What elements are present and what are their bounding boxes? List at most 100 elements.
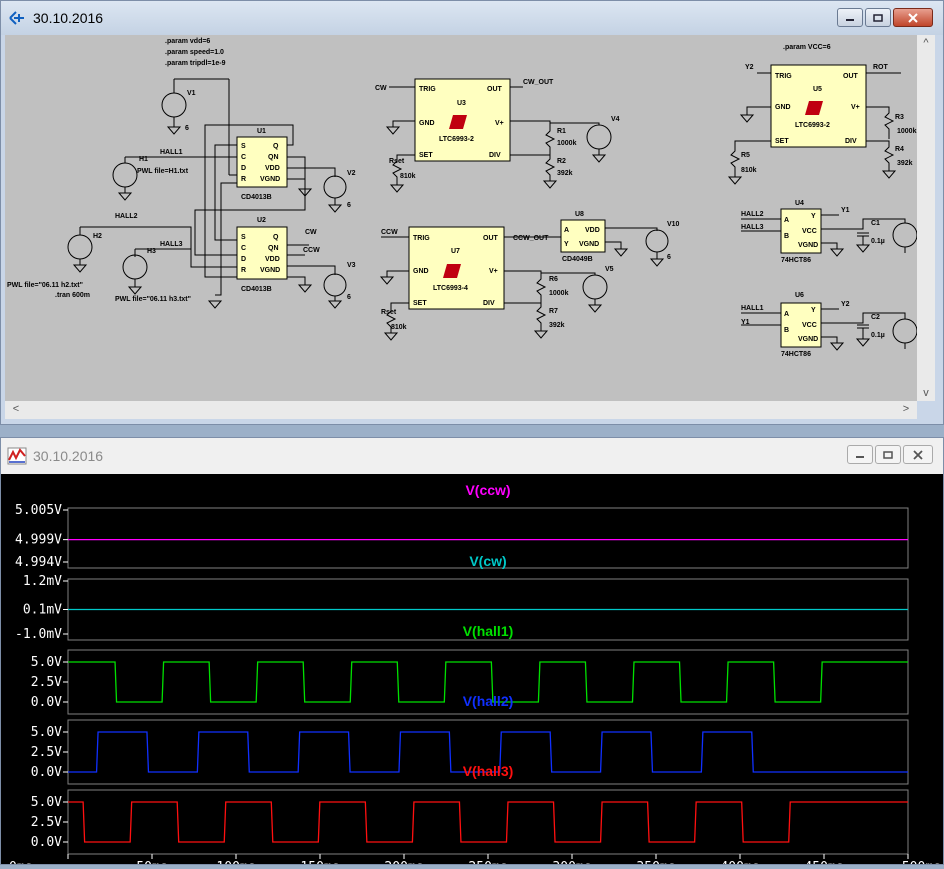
flipflop-u1[interactable]: U1 S C D R Q QN VDD VGND CD4013B	[236, 128, 288, 201]
v2-label: V2	[347, 170, 356, 177]
voltage-source-v5[interactable]	[582, 274, 608, 313]
rset1-value: 810k	[400, 173, 416, 180]
svg-text:U3: U3	[457, 100, 466, 107]
y-tick-label: 2.5V	[31, 815, 62, 830]
scroll-down-icon[interactable]: v	[923, 387, 929, 399]
x-tick-label: 200ms	[384, 860, 423, 864]
svg-text:Q: Q	[273, 143, 279, 150]
r1-value: 1000k	[557, 140, 577, 147]
h1-pwl: PWL file=H1.txt	[137, 168, 189, 175]
trace-title: V(hall1)	[463, 623, 514, 639]
voltage-source-v4[interactable]	[586, 124, 612, 163]
voltage-source-v1[interactable]	[161, 78, 237, 176]
net-ccw-out: CCW_OUT	[513, 235, 549, 242]
r1-label: R1	[557, 128, 566, 135]
pane-frame	[67, 789, 909, 855]
c2-label: C2	[871, 314, 880, 321]
x-tick-label: 300ms	[552, 860, 591, 864]
scroll-up-icon[interactable]: ^	[923, 37, 929, 49]
y-tick-label: 5.0V	[31, 795, 62, 810]
wave-maximize-button[interactable]	[875, 445, 901, 464]
y-tick-label: 0.0V	[31, 695, 62, 710]
x-tick-label: 150ms	[300, 860, 339, 864]
wires-u8	[605, 227, 669, 267]
minimize-button[interactable]	[837, 8, 863, 27]
svg-text:VCC: VCC	[802, 228, 817, 235]
waveform-titlebar[interactable]: 30.10.2016	[1, 438, 943, 474]
svg-text:V+: V+	[489, 268, 498, 275]
svg-text:TRIG: TRIG	[775, 73, 792, 80]
param-speed: .param speed=1.0	[165, 49, 224, 56]
hall-source-h2[interactable]	[67, 227, 93, 273]
timer-u7[interactable]: TRIG OUT U7 GND V+ LTC6993-4 SET DIV	[408, 226, 505, 310]
y-tick-label: 5.0V	[31, 725, 62, 740]
svg-text:TRIG: TRIG	[419, 86, 436, 93]
timer-u5[interactable]: TRIG OUT U5 GND V+ LTC6993-2 SET DIV	[770, 64, 867, 148]
y-tick-label: 0.1mV	[23, 603, 62, 618]
close-icon	[908, 12, 918, 23]
pane-frame	[67, 507, 909, 569]
xor-u4[interactable]: U4 A Y B VCC VGND 74HCT86	[780, 200, 822, 264]
v1-value: 6	[185, 125, 189, 132]
xor-u6[interactable]: U6 A Y B VCC VGND 74HCT86	[780, 292, 822, 358]
maximize-button[interactable]	[865, 8, 891, 27]
r5-value: 810k	[741, 167, 757, 174]
hall-source-h3[interactable]	[122, 249, 148, 295]
param-vcc: .param VCC=6	[783, 44, 831, 51]
svg-text:VDD: VDD	[265, 165, 280, 172]
v5-label: V5	[605, 266, 614, 273]
wave-minimize-button[interactable]	[847, 445, 873, 464]
svg-text:CD4013B: CD4013B	[241, 286, 272, 293]
u6-net-y1: Y1	[741, 319, 750, 326]
schematic-titlebar[interactable]: 30.10.2016	[1, 1, 943, 35]
u4-net-hall3: HALL3	[741, 224, 764, 231]
y-tick-label: 5.005V	[15, 503, 62, 518]
u5-net-y2: Y2	[745, 64, 754, 71]
r6-label: R6	[549, 276, 558, 283]
param-vdd: .param vdd=6	[165, 38, 210, 45]
r3-value: 1000k	[897, 128, 917, 135]
svg-text:TRIG: TRIG	[413, 235, 430, 242]
svg-text:R: R	[241, 267, 246, 274]
svg-text:U2: U2	[257, 217, 266, 224]
timer-u3[interactable]: TRIG OUT U3 GND V+ LTC6993-2 SET DIV	[414, 78, 511, 162]
voltage-source-v3[interactable]	[323, 273, 347, 309]
schematic-canvas[interactable]: .param vdd=6 .param speed=1.0 .param tri…	[5, 35, 917, 401]
y-tick-label: 2.5V	[31, 675, 62, 690]
svg-text:D: D	[241, 256, 246, 263]
hall-source-h1[interactable]	[112, 157, 138, 201]
y-tick-label: 0.0V	[31, 765, 62, 780]
svg-text:Y: Y	[564, 241, 569, 248]
r7-label: R7	[549, 308, 558, 315]
flipflop-u2[interactable]: U2 S C D R Q QN VDD VGND CD4013B	[236, 217, 288, 293]
svg-text:A: A	[784, 217, 789, 224]
close-button[interactable]	[893, 8, 933, 27]
svg-text:A: A	[564, 227, 569, 234]
net-ccw: CCW	[303, 247, 320, 254]
vertical-scrollbar[interactable]: ^ v	[917, 35, 935, 401]
x-tick-label: 500ms	[902, 860, 941, 864]
u6-net-hall1: HALL1	[741, 305, 764, 312]
x-tick-label: 100ms	[216, 860, 255, 864]
inverter-u8[interactable]: U8 A VDD Y VGND CD4049B	[560, 211, 606, 263]
minimize-icon	[846, 18, 854, 21]
svg-text:74HCT86: 74HCT86	[781, 351, 811, 358]
ltspice-schematic-icon	[9, 11, 24, 25]
voltage-source-v2[interactable]	[323, 175, 347, 213]
wires-u4	[741, 214, 917, 257]
rset2-label: Rset	[381, 309, 397, 316]
scroll-right-icon[interactable]: >	[902, 403, 910, 415]
schematic-title: 30.10.2016	[33, 10, 104, 26]
svg-text:VGND: VGND	[260, 176, 280, 183]
svg-text:U4: U4	[795, 200, 804, 207]
wires-u5	[727, 72, 901, 185]
svg-text:VDD: VDD	[265, 256, 280, 263]
horizontal-scrollbar[interactable]: < >	[5, 401, 917, 419]
scroll-left-icon[interactable]: <	[12, 403, 20, 415]
c1-value: 0.1µ	[871, 238, 885, 245]
r4-value: 392k	[897, 160, 913, 167]
wave-close-button[interactable]	[903, 445, 933, 464]
y-tick-label: 0.0V	[31, 835, 62, 850]
